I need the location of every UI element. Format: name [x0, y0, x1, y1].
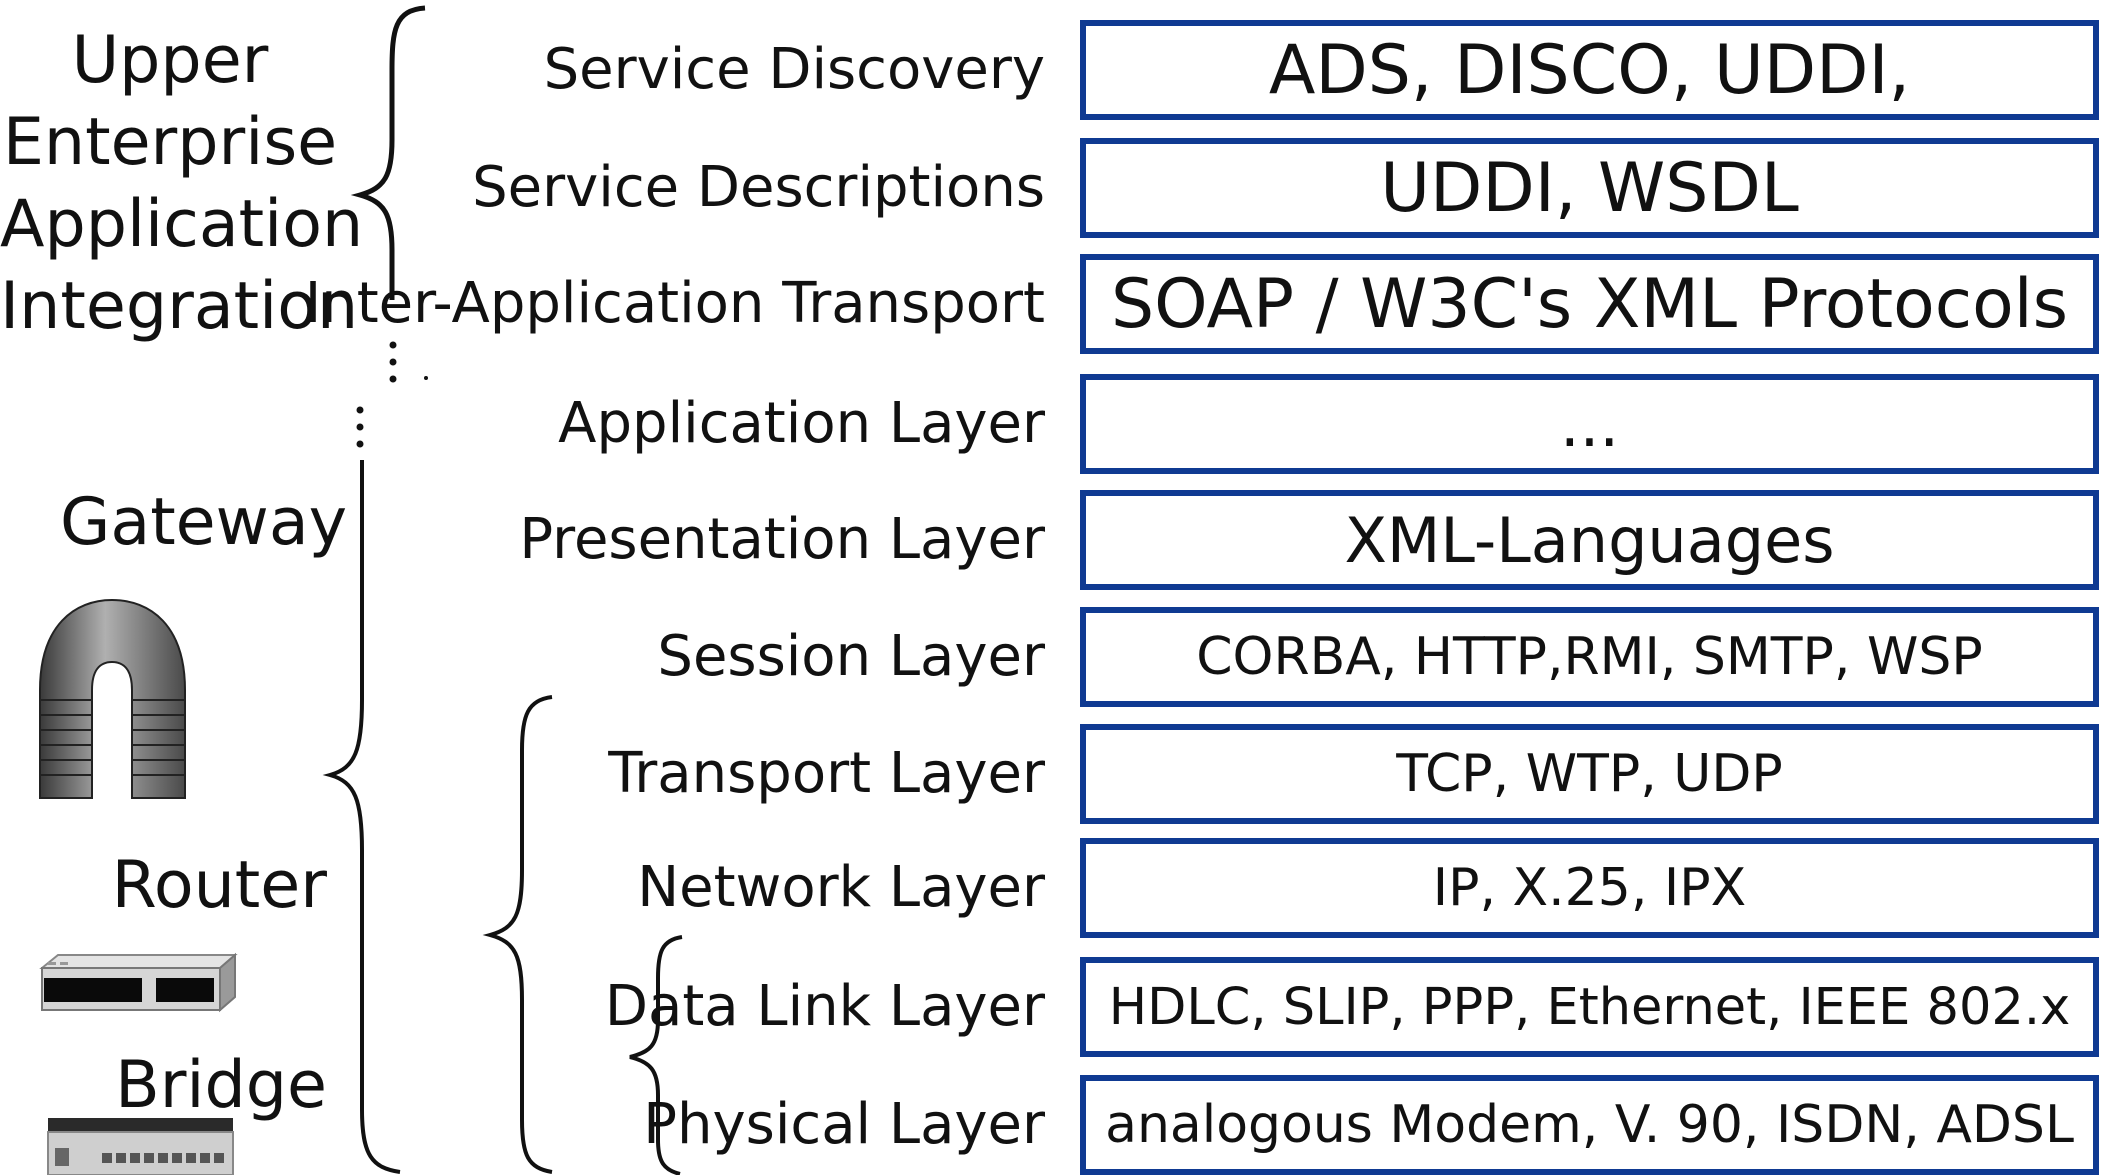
layer-name: Transport Layer [608, 741, 1045, 806]
eai-brace [350, 5, 426, 300]
layer-name: Physical Layer [643, 1092, 1045, 1157]
layer-row-session: Session Layer CORBA, HTTP,RMI, SMTP, WSP [300, 607, 2111, 707]
protocol-text: IP, X.25, IPX [1432, 858, 1747, 918]
layer-row-inter-application-transport: Inter-Application Transport SOAP / W3C's… [300, 254, 2111, 354]
protocol-box: CORBA, HTTP,RMI, SMTP, WSP [1080, 607, 2099, 707]
layer-name: Data Link Layer [604, 974, 1045, 1039]
bridge-icon [47, 1118, 234, 1175]
layer-row-service-discovery: Service Discovery ADS, DISCO, UDDI, [300, 20, 2111, 120]
layer-name: Network Layer [637, 855, 1045, 920]
layer-row-network: Network Layer IP, X.25, IPX [300, 838, 2111, 938]
layer-row-application: Application Layer ... [300, 374, 2111, 474]
protocol-text: UDDI, WSDL [1380, 148, 1799, 228]
protocol-box: analogous Modem, V. 90, ISDN, ADSL [1080, 1075, 2099, 1175]
protocol-text: XML-Languages [1344, 503, 1835, 577]
protocol-text: HDLC, SLIP, PPP, Ethernet, IEEE 802.x [1108, 977, 2071, 1037]
gateway-icon [39, 598, 186, 799]
eai-group-title: Upper Enterprise Application Integration [0, 23, 364, 344]
layer-row-transport: Transport Layer TCP, WTP, UDP [300, 724, 2111, 824]
bridge-brace [629, 935, 683, 1175]
layer-row-data-link: Data Link Layer HDLC, SLIP, PPP, Etherne… [300, 957, 2111, 1057]
protocol-box: IP, X.25, IPX [1080, 838, 2099, 938]
protocol-text: ADS, DISCO, UDDI, [1268, 30, 1911, 110]
router-label: Router [111, 848, 327, 923]
layer-name: Service Discovery [543, 37, 1045, 102]
layer-name: Inter-Application Transport [304, 271, 1045, 336]
protocol-box: TCP, WTP, UDP [1080, 724, 2099, 824]
protocol-text: analogous Modem, V. 90, ISDN, ADSL [1105, 1095, 2074, 1155]
layer-row-physical: Physical Layer analogous Modem, V. 90, I… [300, 1075, 2111, 1175]
layer-name: Session Layer [657, 624, 1045, 689]
protocol-box: SOAP / W3C's XML Protocols [1080, 254, 2099, 354]
protocol-box: XML-Languages [1080, 490, 2099, 590]
protocol-box: ... [1080, 374, 2099, 474]
protocol-box: UDDI, WSDL [1080, 138, 2099, 238]
router-brace [482, 695, 553, 1174]
protocol-text: TCP, WTP, UDP [1396, 744, 1783, 804]
bridge-label: Bridge [115, 1048, 327, 1123]
protocol-box: ADS, DISCO, UDDI, [1080, 20, 2099, 120]
layer-name: Application Layer [558, 391, 1045, 456]
layer-name: Service Descriptions [472, 155, 1045, 220]
gateway-brace-dots [356, 406, 364, 448]
gateway-label: Gateway [60, 485, 348, 560]
eai-brace-dots [389, 341, 428, 383]
layer-row-service-descriptions: Service Descriptions UDDI, WSDL [300, 138, 2111, 238]
protocol-text: CORBA, HTTP,RMI, SMTP, WSP [1196, 627, 1983, 687]
router-icon [39, 952, 238, 1013]
protocol-box: HDLC, SLIP, PPP, Ethernet, IEEE 802.x [1080, 957, 2099, 1057]
layer-row-presentation: Presentation Layer XML-Languages [300, 490, 2111, 590]
protocol-text: ... [1559, 387, 1620, 461]
layer-name: Presentation Layer [519, 507, 1045, 572]
gateway-brace [322, 460, 401, 1174]
protocol-text: SOAP / W3C's XML Protocols [1110, 264, 2069, 344]
